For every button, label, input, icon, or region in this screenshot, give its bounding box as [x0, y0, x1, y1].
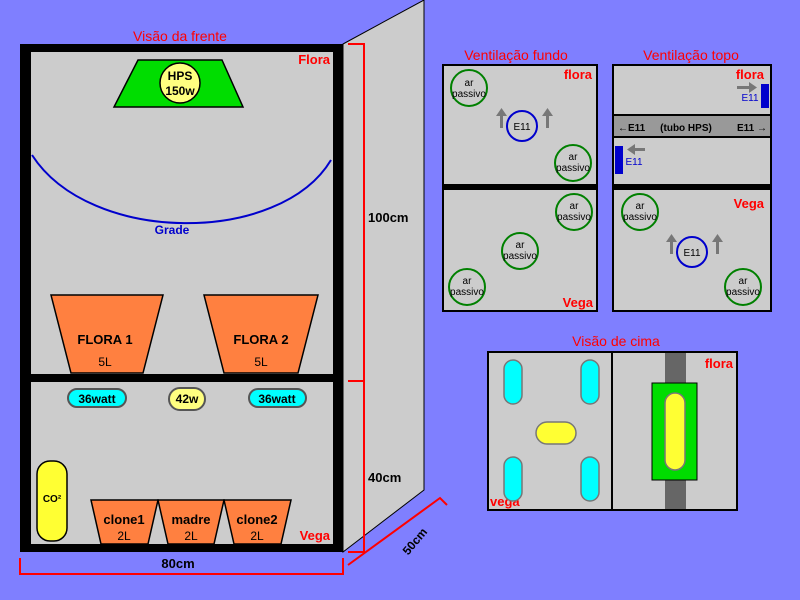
madre-pot — [157, 499, 225, 545]
top-view-hps-bulb — [664, 392, 686, 471]
tube-left-label: ←E11 — [618, 123, 646, 134]
tube-mid-label: (tubo HPS) — [660, 123, 712, 134]
vega-lamp-3 — [248, 388, 307, 408]
svg-text:passivo: passivo — [557, 212, 591, 223]
top-vent-lower — [614, 138, 770, 184]
passive-vent: ar passivo — [450, 69, 488, 107]
svg-text:E11: E11 — [683, 248, 700, 259]
flora-pot-1-label: FLORA 1 — [77, 332, 132, 347]
svg-text:passivo: passivo — [623, 212, 657, 223]
left-arrow-icon — [627, 144, 645, 155]
back-vent-flora-label: flora — [564, 67, 593, 82]
svg-text:ar: ar — [636, 201, 646, 212]
flora-pot-2-label: FLORA 2 — [233, 332, 288, 347]
passive-vent: ar passivo — [554, 144, 592, 182]
svg-text:passivo: passivo — [450, 287, 484, 298]
co2-bottle — [36, 460, 68, 542]
svg-text:ar: ar — [739, 276, 749, 287]
passive-vent: ar passivo — [448, 268, 486, 306]
hps-label: HPS — [168, 69, 193, 83]
vega-lamp-1-label: 36watt — [78, 392, 115, 406]
height-dimension — [348, 43, 365, 553]
tube-right-label: E11 → — [737, 123, 767, 134]
front-view-title: Visão da frente — [133, 28, 227, 44]
top-vent-vega-label: Vega — [734, 196, 765, 211]
vega-lamp-1 — [67, 388, 127, 408]
vega-lamp-2-label: 42w — [176, 392, 199, 406]
top-view-vega-lamp — [580, 456, 600, 502]
flora-label: Flora — [298, 52, 331, 67]
up-arrow-icon — [496, 108, 507, 128]
top-view-vega-lamp — [503, 359, 523, 405]
flora-pot-2 — [203, 294, 319, 374]
depth-label: 50cm — [400, 525, 430, 558]
top-vent-upper — [614, 66, 770, 114]
width-label: 80cm — [161, 556, 194, 571]
svg-text:passivo: passivo — [503, 251, 537, 262]
top-fan-left-label: E11 — [625, 157, 642, 168]
svg-text:ar: ar — [570, 201, 580, 212]
passive-vent: ar passivo — [501, 232, 539, 270]
height-top-label: 100cm — [368, 210, 408, 225]
width-dimension — [19, 558, 344, 575]
svg-text:ar: ar — [465, 78, 475, 89]
grade-net — [31, 154, 332, 225]
hps-bulb — [159, 62, 201, 104]
top-vent-title: Ventilação topo — [643, 47, 739, 63]
exhaust-fan: E11 — [506, 110, 538, 142]
up-arrow-icon — [666, 234, 677, 254]
vega-lamp-3-label: 36watt — [258, 392, 295, 406]
passive-vent: ar passivo — [555, 193, 593, 231]
top-vent-vega — [614, 190, 770, 310]
back-vent-title: Ventilação fundo — [464, 47, 568, 63]
depth-dimension — [347, 496, 448, 566]
top-view-flora-label: flora — [705, 356, 734, 371]
madre-pot-volume: 2L — [184, 529, 198, 543]
top-fan-right — [761, 84, 769, 108]
flora-pot-1-volume: 5L — [98, 355, 112, 369]
top-vent-flora-label: flora — [736, 67, 765, 82]
top-view-title: Visão de cima — [572, 333, 660, 349]
up-arrow-icon — [542, 108, 553, 128]
vega-label: Vega — [300, 528, 331, 543]
vega-lamp-2 — [168, 387, 206, 411]
svg-text:ar: ar — [463, 276, 473, 287]
svg-text:ar: ar — [516, 240, 526, 251]
grade-label: Grade — [155, 223, 190, 237]
svg-text:passivo: passivo — [452, 89, 486, 100]
flora-pot-2-volume: 5L — [254, 355, 268, 369]
up-arrow-icon — [712, 234, 723, 254]
back-vent-vega — [444, 190, 596, 310]
clone-pot-1-volume: 2L — [117, 529, 131, 543]
svg-text:E11: E11 — [513, 122, 530, 133]
clone-pot-2 — [223, 499, 292, 545]
clone-pot-2-volume: 2L — [250, 529, 264, 543]
back-vent-vega-label: Vega — [563, 295, 594, 310]
height-bottom-label: 40cm — [368, 470, 401, 485]
clone-pot-1-label: clone1 — [103, 512, 144, 527]
passive-vent: ar passivo — [621, 193, 659, 231]
top-fan-right-label: E11 — [741, 93, 758, 104]
passive-vent: ar passivo — [724, 268, 762, 306]
back-vent-flora — [444, 66, 596, 184]
top-view-vega-center-lamp — [535, 421, 577, 445]
svg-text:ar: ar — [569, 152, 579, 163]
clone-pot-2-label: clone2 — [236, 512, 277, 527]
top-fan-left — [615, 146, 623, 174]
co2-label: CO² — [43, 494, 62, 505]
right-arrow-icon — [737, 82, 757, 93]
hps-watt-label: 150w — [165, 84, 195, 98]
hps-tube — [614, 116, 770, 136]
clone-pot-1 — [90, 499, 159, 545]
exhaust-fan: E11 — [676, 236, 708, 268]
top-view-vega-lamp — [580, 359, 600, 405]
top-view-vega-lamp — [503, 456, 523, 502]
svg-text:passivo: passivo — [556, 163, 590, 174]
flora-pot-1 — [50, 294, 164, 374]
svg-text:passivo: passivo — [726, 287, 760, 298]
madre-pot-label: madre — [171, 512, 210, 527]
